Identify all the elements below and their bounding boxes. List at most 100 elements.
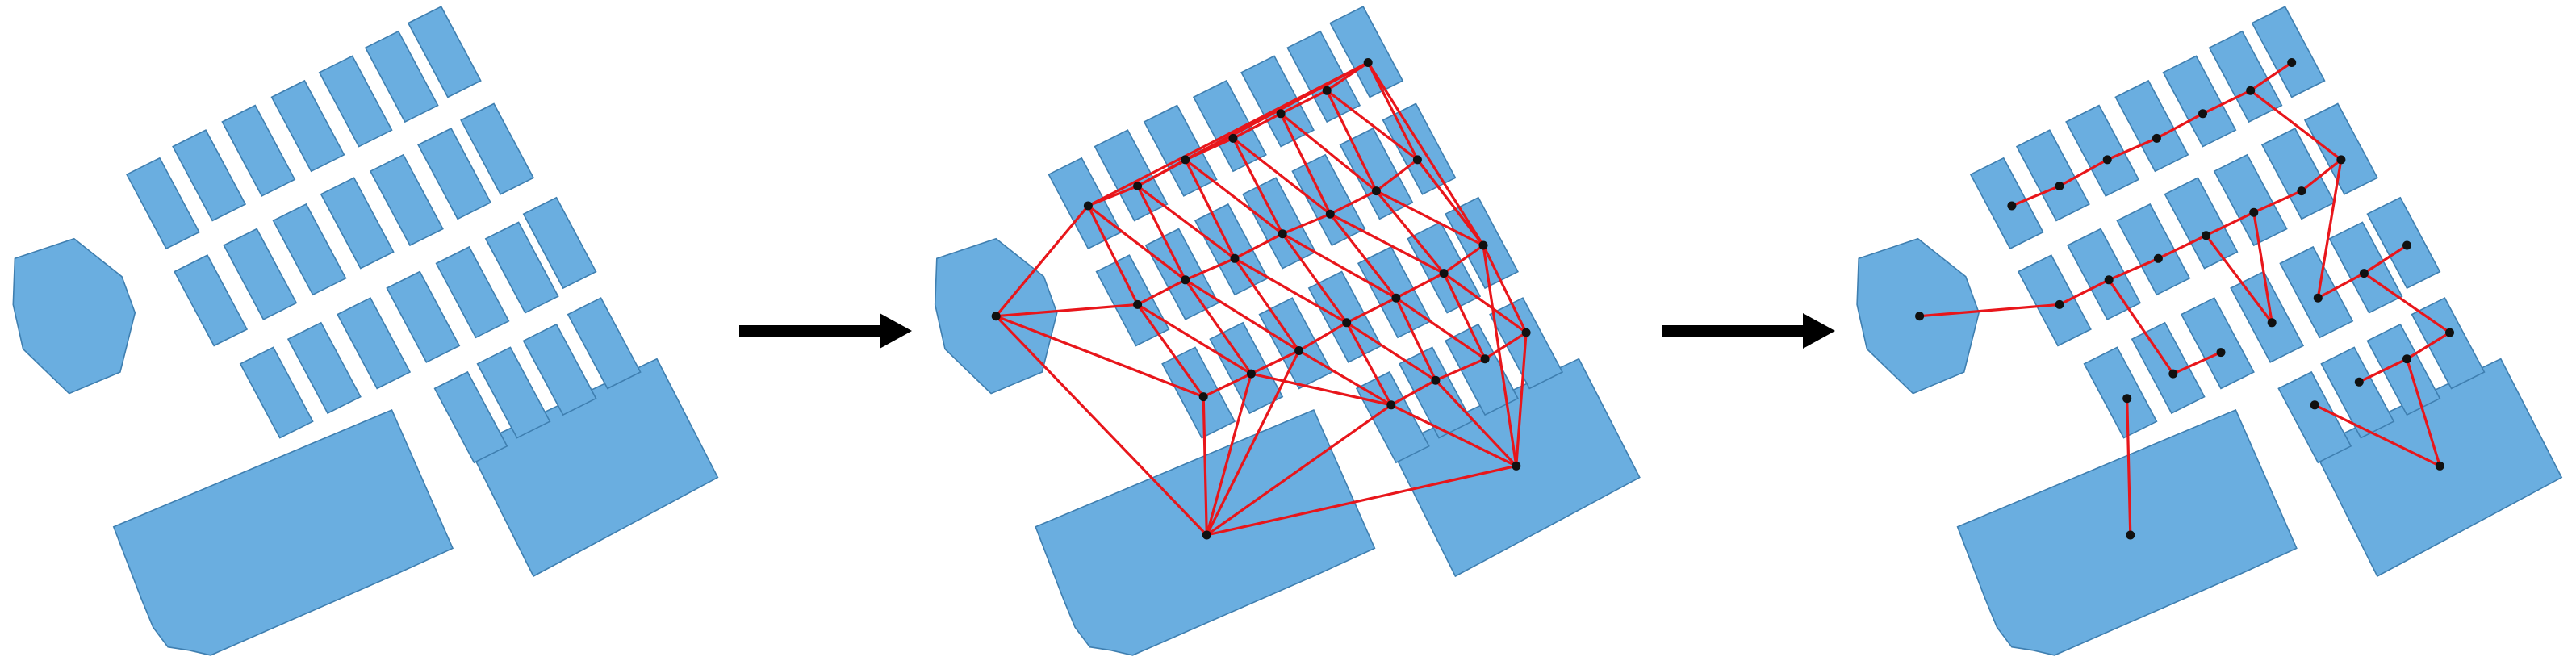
graph-node: [2313, 293, 2323, 303]
graph-edge: [1390, 404, 1518, 467]
graph-edge: [2107, 257, 2160, 282]
building-block: [369, 153, 444, 247]
graph-edge: [1135, 184, 1187, 282]
graph-edge: [1184, 61, 1370, 161]
graph-edge: [1434, 379, 1518, 467]
graph-node: [1363, 58, 1373, 67]
graph-edge: [1205, 404, 1393, 537]
graph-node: [1294, 346, 1304, 355]
graph-node: [1439, 269, 1449, 278]
graph-node: [1133, 182, 1143, 190]
building-block: [522, 196, 597, 290]
graph-node: [1412, 155, 1422, 165]
panels-layer: [12, 6, 2563, 656]
graph-node: [2297, 186, 2306, 196]
graph-edge: [2362, 244, 2409, 275]
graph-edge: [1184, 158, 1284, 236]
building-block: [522, 323, 597, 416]
graph-edge: [2252, 211, 2273, 324]
building-block: [386, 270, 461, 363]
graph-edge: [1279, 112, 1378, 193]
building-block: [318, 55, 393, 148]
building-block: [172, 129, 247, 222]
graph-edge: [2362, 272, 2452, 334]
graph-edge: [1434, 358, 1487, 382]
graph-edge: [1232, 136, 1284, 236]
building-block: [460, 102, 535, 195]
graph-node: [2249, 207, 2259, 217]
graph-edges: [1918, 61, 2452, 537]
graph-node: [2310, 400, 2319, 410]
building-block: [2065, 104, 2140, 197]
building-block: [2017, 254, 2092, 347]
graph-edge: [2405, 358, 2441, 467]
building-block: [484, 221, 559, 314]
graph-edge: [1483, 331, 1528, 361]
graph-edge: [1325, 89, 1378, 193]
graph-edge: [1086, 204, 1140, 306]
graph-node: [2402, 240, 2411, 250]
graph-edge: [1297, 321, 1349, 353]
graph-edge: [1184, 278, 1301, 353]
graph-edge: [1345, 321, 1393, 407]
graph-node: [1322, 86, 1332, 95]
graph-node: [2152, 133, 2161, 143]
graph-edge: [1515, 331, 1528, 467]
graph-node: [2402, 354, 2411, 364]
graph-edge: [2316, 158, 2343, 299]
graph-edge: [1297, 349, 1393, 407]
graph-node: [2287, 58, 2297, 67]
graph-edge: [2058, 278, 2110, 306]
graph-edge: [1233, 257, 1349, 324]
graph-edge: [1281, 232, 1349, 324]
building-block: [2320, 346, 2395, 439]
building-block: [1969, 157, 2044, 250]
building-block: [433, 370, 508, 464]
graph-edge: [1374, 190, 1445, 275]
building-block: [174, 254, 249, 347]
graph-node: [2435, 461, 2444, 471]
graph-edge: [1135, 303, 1253, 375]
building-block: [2328, 221, 2403, 314]
graph-edge: [2010, 184, 2061, 207]
graph-node: [2055, 299, 2064, 309]
panel-buildings: [12, 6, 719, 656]
building-block: [272, 203, 347, 296]
building-block: [1339, 128, 1414, 220]
graph-edge: [1249, 349, 1301, 375]
graph-node: [2055, 182, 2064, 190]
building-octagon: [12, 237, 136, 395]
graph-edge: [1442, 272, 1487, 361]
building-block: [2067, 228, 2142, 320]
building-block: [270, 79, 345, 173]
graph-edge: [1328, 190, 1378, 215]
graph-edge: [1366, 61, 1420, 161]
graph-edge: [1184, 278, 1253, 375]
graph-node: [2246, 86, 2256, 95]
graph-edge: [2249, 61, 2294, 92]
building-block: [239, 346, 314, 439]
graph-node: [1342, 318, 1352, 328]
graph-node: [1521, 328, 1531, 337]
building-block: [2279, 245, 2354, 339]
graph-node: [1478, 240, 1488, 250]
graph-edge: [1249, 372, 1393, 407]
graph-edge: [2155, 112, 2205, 140]
building-block: [2366, 323, 2441, 416]
graph-edge: [994, 303, 1140, 318]
building-block: [2411, 297, 2486, 390]
graph-edge: [1442, 272, 1528, 334]
graph-edge: [1395, 296, 1437, 382]
graph-edge: [1184, 257, 1236, 282]
graph-node: [1202, 530, 1211, 540]
graph-edge: [1233, 257, 1301, 353]
building-block: [2277, 370, 2352, 464]
graph-node: [2354, 377, 2364, 387]
graph-edge: [1233, 232, 1284, 260]
graph-node: [1512, 461, 1521, 471]
graph-edge: [1281, 232, 1398, 299]
graph-node: [2126, 530, 2135, 540]
graph-node: [2336, 155, 2346, 165]
building-block: [1143, 104, 1218, 197]
